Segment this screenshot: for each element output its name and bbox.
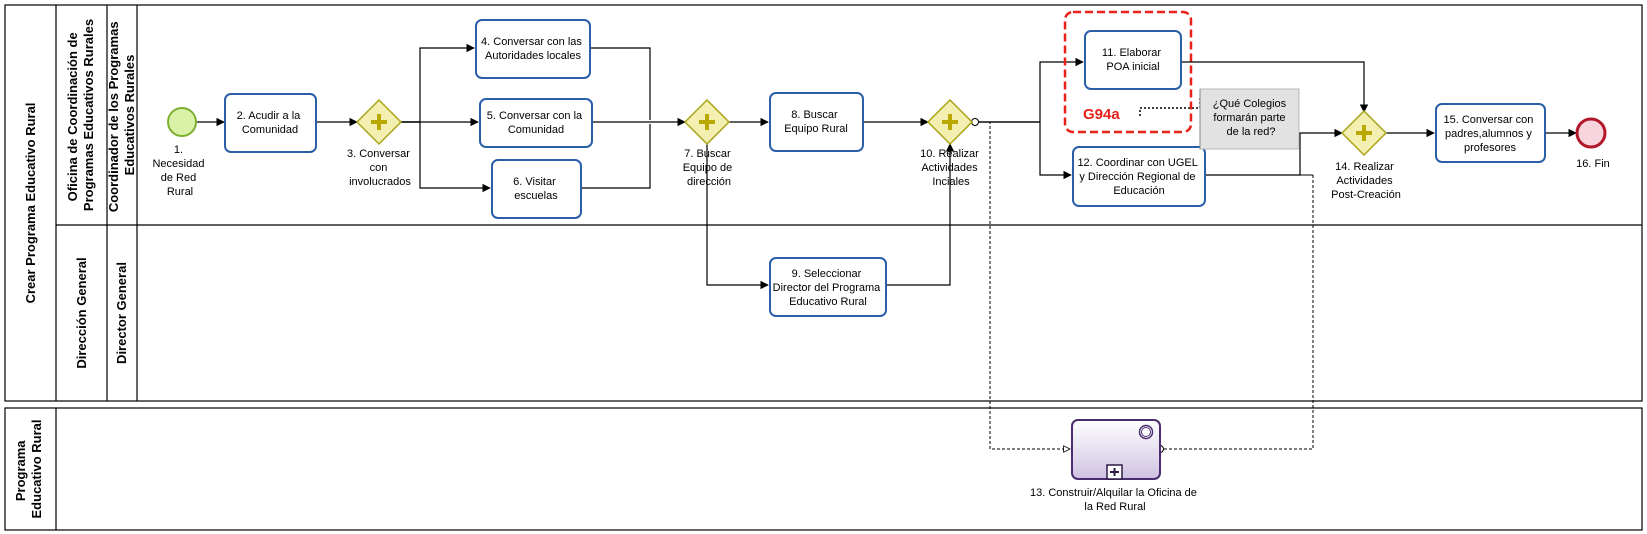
- svg-text:6. Visitar escuelas: 6. Visitar escuelas: [513, 176, 559, 202]
- parallel-plus-icon: [942, 114, 958, 130]
- gateway-3-label: 3. Conversar con involucrados: [347, 148, 413, 188]
- svg-text:4. Conversar con las Au: 4. Conversar con las Autoridades locales: [481, 36, 585, 62]
- highlight-tag: G94a: [1083, 106, 1120, 123]
- svg-text:9. Seleccionar Director: 9. Seleccionar Director del Programa Edu…: [773, 268, 884, 308]
- gateway-7-label: 7. Buscar Equipo de dirección: [683, 148, 736, 188]
- text-annotation: ¿Qué Colegios formarán parte de la red?: [1139, 88, 1300, 150]
- task-4-autoridades[interactable]: 4. Conversar con las Autoridades locales: [475, 19, 591, 79]
- gateway-14-label: 14. Realizar Actividades Post-Creación: [1331, 161, 1401, 201]
- subprocess-13-label: 13. Construir/Alquilar la Oficina de la …: [1030, 487, 1200, 513]
- gateway-14[interactable]: [1340, 109, 1388, 157]
- start-event-1-label: 1. Necesidad de Red Rural: [152, 144, 207, 198]
- gateway-7[interactable]: [683, 98, 731, 146]
- highlight-box: G94a: [1063, 10, 1193, 134]
- task-5-comunidad[interactable]: 5. Conversar con la Comunidad: [479, 98, 593, 148]
- task-11-elaborar-poa[interactable]: 11. Elaborar POA inicial: [1084, 30, 1182, 90]
- sublane-coordinador-label: Coordinador de los Programas Educativos …: [106, 18, 137, 212]
- parallel-plus-icon: [699, 114, 715, 130]
- subprocess-13-construir-oficina[interactable]: [1071, 419, 1161, 480]
- pool-main-title: Crear Programa Educativo Rural: [23, 103, 38, 304]
- sequence-flows: [197, 43, 1577, 290]
- end-event-16-label: 16. Fin: [1576, 158, 1610, 170]
- pool-main: Crear Programa Educativo Rural Oficina d…: [4, 4, 1643, 402]
- pool-secondary-title: Programa Educativo Rural: [13, 420, 44, 519]
- task-2-acudir[interactable]: 2. Acudir a la Comunidad: [224, 93, 317, 153]
- svg-text:11. Elaborar POA inicial: 11. Elaborar POA inicial: [1102, 47, 1164, 73]
- lane-direccion-general-label: Dirección General: [74, 257, 89, 368]
- task-15-conversar-padres[interactable]: 15. Conversar con padres,alumnos y profe…: [1435, 103, 1546, 163]
- sublane-director-general-label: Director General: [114, 262, 129, 364]
- svg-text:8. Buscar Equipo Rural: 8. Buscar Equipo Rural: [784, 109, 848, 135]
- start-event-1[interactable]: [167, 107, 197, 137]
- collapsed-plus-icon: [1106, 464, 1123, 480]
- task-12-coordinar-ugel[interactable]: 12. Coordinar con UGEL y Dirección Regio…: [1072, 146, 1206, 207]
- task-9-seleccionar-director[interactable]: 9. Seleccionar Director del Programa Edu…: [769, 257, 887, 317]
- parallel-plus-icon: [371, 114, 387, 130]
- svg-text:15. Conversar con padres: 15. Conversar con padres,alumnos y profe…: [1444, 114, 1537, 154]
- gateway-3[interactable]: [355, 98, 403, 146]
- lane-oficina-label: Oficina de Coordinación de Programas Edu…: [65, 19, 96, 211]
- task-8-buscar-equipo[interactable]: 8. Buscar Equipo Rural: [769, 92, 864, 152]
- svg-text:¿Qué Colegios formarán p: ¿Qué Colegios formarán parte de la red?: [1213, 98, 1289, 138]
- svg-text:12. Coordinar con UGEL y: 12. Coordinar con UGEL y Dirección Regio…: [1077, 157, 1200, 197]
- end-event-16[interactable]: [1575, 117, 1607, 149]
- task-6-visitar-escuelas[interactable]: 6. Visitar escuelas: [491, 159, 582, 219]
- gateway-10-label: 10. Realizar Actividades Inciales: [920, 148, 982, 188]
- svg-text:2. Acudir a la Comunidad: 2. Acudir a la Comunidad: [237, 110, 304, 136]
- parallel-plus-icon: [1356, 125, 1372, 141]
- pool-secondary: Programa Educativo Rural: [4, 407, 1643, 531]
- gateway-10[interactable]: [926, 98, 974, 146]
- message-flows: [971, 118, 1314, 453]
- svg-text:5. Conversar con la Comu: 5. Conversar con la Comunidad: [487, 110, 585, 136]
